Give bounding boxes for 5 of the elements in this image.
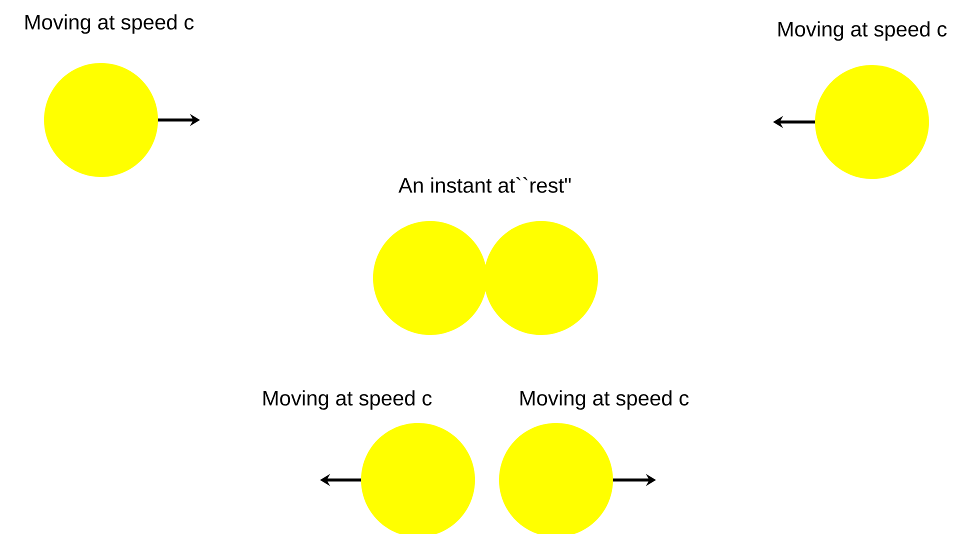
motion-label: An instant at``rest" <box>398 177 571 193</box>
ball <box>373 221 487 335</box>
ball <box>815 65 929 179</box>
ball <box>44 63 158 177</box>
ball <box>484 221 598 335</box>
